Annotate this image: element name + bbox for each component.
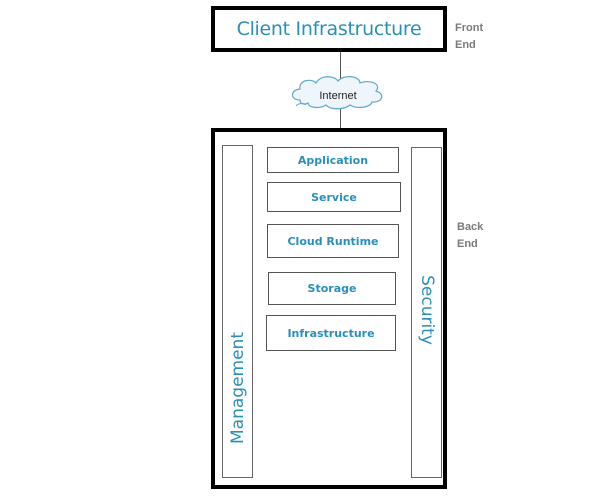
back-end-label: Back End [457, 221, 484, 250]
layer-infrastructure: Infrastructure [266, 315, 396, 351]
client-infrastructure-box: Client Infrastructure [211, 6, 447, 52]
management-label: Management [227, 331, 248, 444]
front-end-label: Front End [455, 22, 484, 51]
layer-storage: Storage [268, 272, 396, 305]
layer-cloud-runtime: Cloud Runtime [267, 224, 399, 258]
layer-service: Service [267, 182, 401, 212]
internet-cloud: Internet [286, 70, 390, 114]
security-pillar: Security [411, 147, 442, 478]
client-infrastructure-label: Client Infrastructure [236, 18, 422, 40]
internet-label: Internet [319, 90, 357, 102]
security-label: Security [416, 274, 437, 345]
cloud-icon [291, 76, 383, 110]
connector-bottom [340, 104, 341, 130]
layer-application: Application [267, 147, 399, 173]
management-pillar: Management [222, 145, 253, 478]
connector-top [340, 52, 341, 80]
